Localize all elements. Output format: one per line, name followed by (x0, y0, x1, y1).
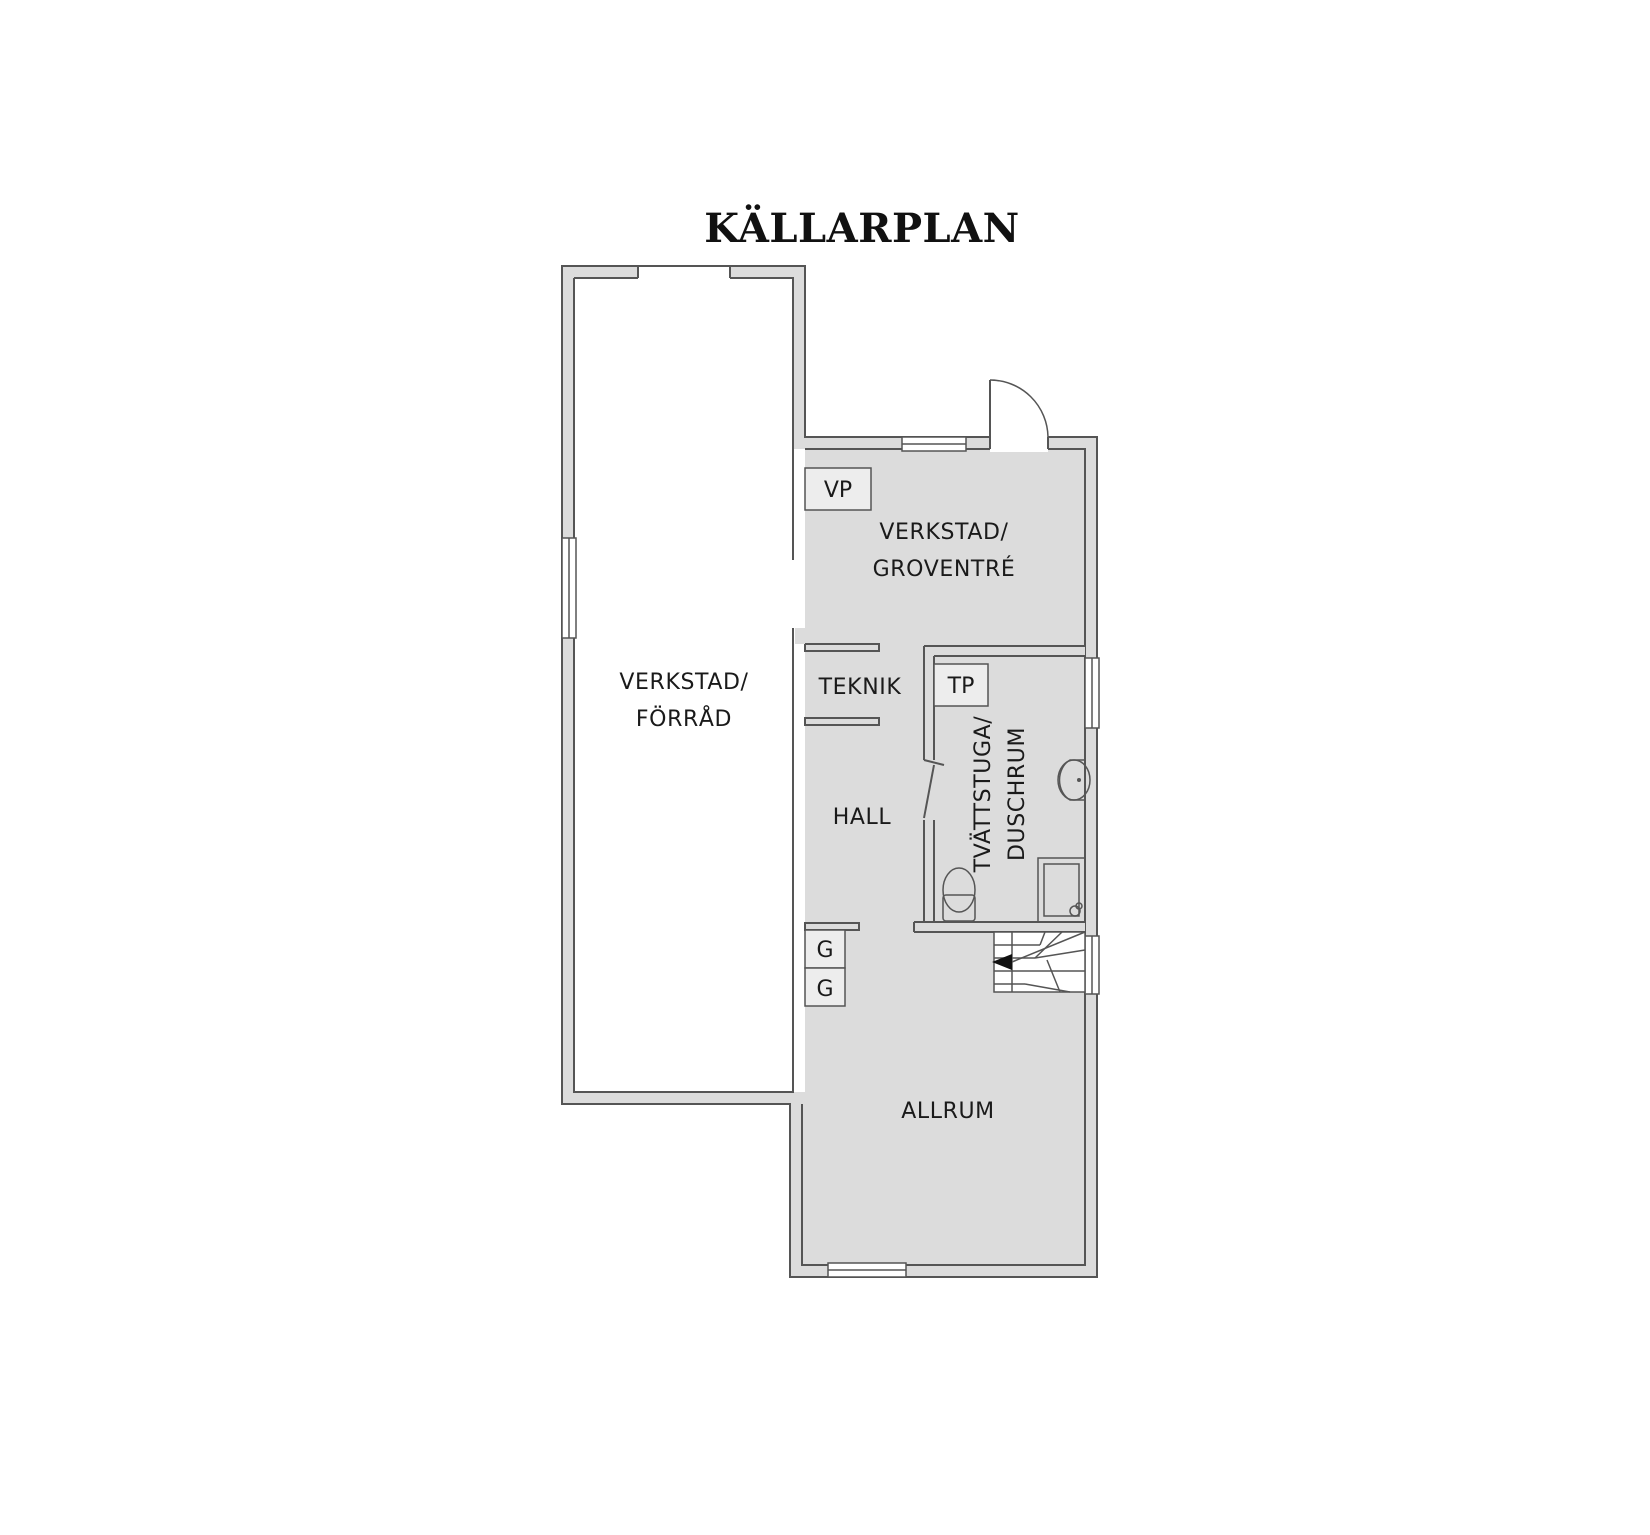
toilet-icon (942, 867, 976, 922)
plan-title: KÄLLARPLAN (704, 205, 1020, 252)
window-top (901, 436, 967, 452)
top-opening (637, 263, 731, 281)
unit-g1-label: G (816, 938, 833, 963)
stairs-arrow-icon (992, 954, 1012, 970)
room-hall: HALL (833, 805, 892, 830)
window-bottom (827, 1262, 907, 1278)
unit-vp: VP (804, 467, 872, 511)
room-tvattstuga-duschrum-line1: TVÄTTSTUGA/ (970, 716, 996, 874)
unit-tp-label: TP (947, 674, 975, 699)
unit-tp: TP (933, 663, 989, 707)
shower-icon (1037, 857, 1086, 923)
room-tvattstuga-duschrum-line2: DUSCHRUM (1005, 727, 1030, 861)
room-tvattstuga-duschrum: TVÄTTSTUGA/ DUSCHRUM (970, 716, 1030, 874)
room-verkstad-groventre-line2: GROVENTRÉ (873, 556, 1016, 582)
room-allrum: ALLRUM (901, 1099, 995, 1124)
entrance-door (989, 379, 1049, 452)
unit-g2-label: G (816, 977, 833, 1002)
room-verkstad-forrad-line1: VERKSTAD/ (619, 670, 748, 695)
unit-g1: G (804, 929, 846, 969)
sink-icon (1057, 759, 1091, 801)
window-right-upper (1084, 657, 1100, 729)
stairs (992, 931, 1086, 993)
window-left (561, 537, 577, 639)
unit-g2: G (804, 967, 846, 1007)
unit-vp-label: VP (824, 478, 852, 503)
room-verkstad-forrad-line2: FÖRRÅD (636, 705, 732, 732)
room-verkstad-groventre-line1: VERKSTAD/ (879, 520, 1008, 545)
room-teknik: TEKNIK (818, 675, 902, 700)
window-right-lower (1084, 935, 1100, 995)
